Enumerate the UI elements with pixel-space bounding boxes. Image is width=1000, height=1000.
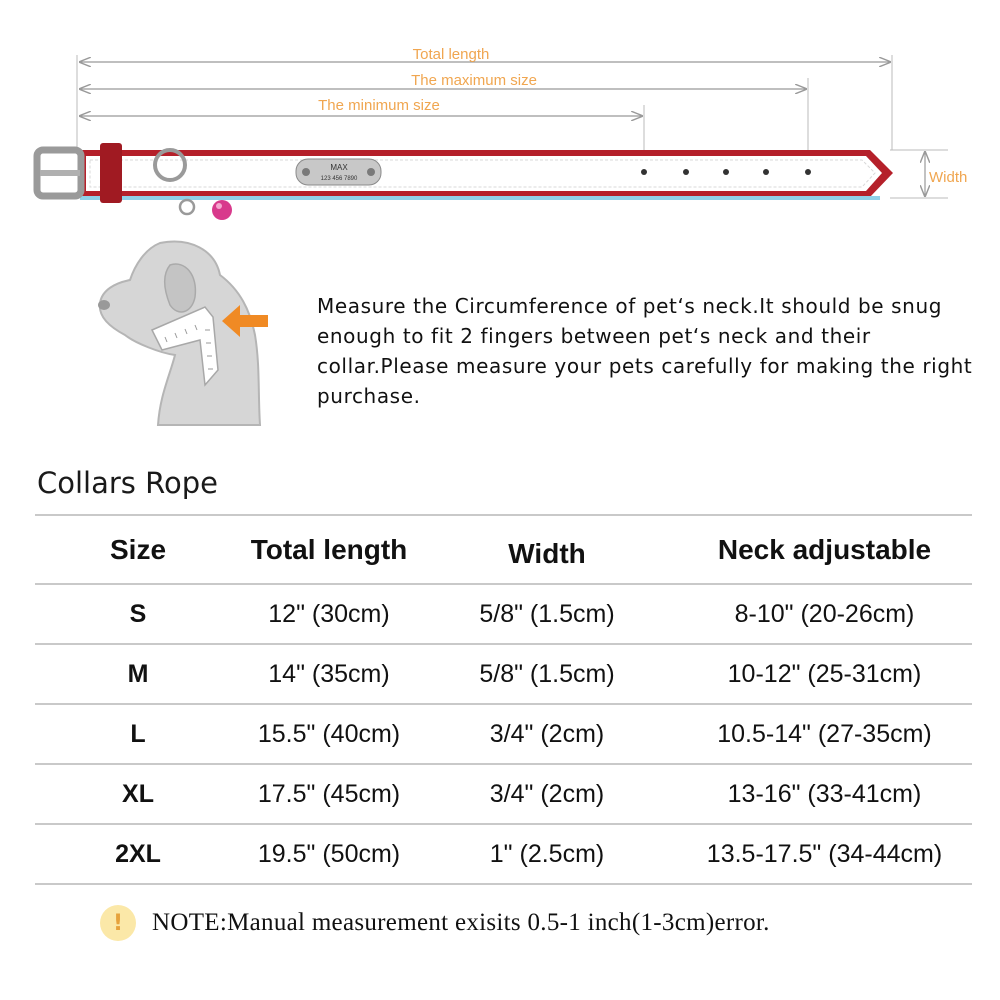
- table-row: XL 17.5" (45cm) 3/4" (2cm) 13-16" (33-41…: [35, 763, 972, 824]
- header-width: Width: [417, 514, 677, 584]
- cell-size: L: [35, 703, 241, 764]
- pointer-arrow: [222, 305, 268, 337]
- collar-hole: [805, 169, 811, 175]
- size-chart-table: Size Total length Width Neck adjustable …: [35, 514, 972, 885]
- tag-phone: 123 456 7890: [321, 176, 358, 182]
- cell-neck: 8-10" (20-26cm): [677, 583, 972, 644]
- table-header-row: Size Total length Width Neck adjustable: [35, 514, 972, 584]
- collar-strap: [78, 150, 893, 200]
- total-length-label: Total length: [413, 46, 490, 63]
- collar-hole: [683, 169, 689, 175]
- collar-measurement-diagram: Total length The maximum size The minimu…: [33, 46, 967, 220]
- cell-total-length: 14" (35cm): [241, 643, 417, 704]
- cell-size: 2XL: [35, 823, 241, 885]
- collar-hole: [641, 169, 647, 175]
- extension-lines: [76, 55, 948, 199]
- tag-name: MAX: [330, 163, 348, 172]
- header-neck-adjustable: Neck adjustable: [677, 514, 972, 584]
- keeper-loop: [100, 143, 122, 203]
- cell-width: 1" (2.5cm): [417, 823, 677, 885]
- cell-neck: 13-16" (33-41cm): [677, 763, 972, 824]
- cell-size: M: [35, 643, 241, 704]
- note-row: ! NOTE:Manual measurement exisits 0.5-1 …: [100, 905, 770, 941]
- note-text: NOTE:Manual measurement exisits 0.5-1 in…: [152, 909, 770, 936]
- cell-width: 3/4" (2cm): [417, 763, 677, 824]
- width-label: Width: [929, 169, 967, 186]
- collar-hole: [763, 169, 769, 175]
- dog-neck-illustration: [98, 240, 268, 426]
- table-row: L 15.5" (40cm) 3/4" (2cm) 10.5-14" (27-3…: [35, 703, 972, 764]
- cell-size: S: [35, 583, 241, 644]
- bell: [212, 200, 232, 220]
- dog-nose: [98, 300, 110, 310]
- cell-width: 5/8" (1.5cm): [417, 583, 677, 644]
- table-row: S 12" (30cm) 5/8" (1.5cm) 8-10" (20-26cm…: [35, 583, 972, 644]
- measurement-instructions: Measure the Circumference of pet‘s neck.…: [317, 294, 973, 408]
- table-row: M 14" (35cm) 5/8" (1.5cm) 10-12" (25-31c…: [35, 643, 972, 704]
- header-size: Size: [35, 514, 241, 584]
- cell-total-length: 19.5" (50cm): [241, 823, 417, 885]
- cell-neck: 10-12" (25-31cm): [677, 643, 972, 704]
- name-plate: MAX 123 456 7890: [295, 158, 382, 186]
- cell-total-length: 12" (30cm): [241, 583, 417, 644]
- header-total-length: Total length: [241, 514, 417, 584]
- cell-width: 3/4" (2cm): [417, 703, 677, 764]
- buckle: [33, 146, 85, 200]
- d-ring: [153, 148, 232, 220]
- table-row: 2XL 19.5" (50cm) 1" (2.5cm) 13.5-17.5" (…: [35, 823, 972, 885]
- min-size-label: The minimum size: [318, 97, 440, 114]
- measuring-tape: [150, 306, 219, 387]
- dog-ear: [164, 263, 197, 313]
- cell-size: XL: [35, 763, 241, 824]
- max-size-label: The maximum size: [411, 72, 537, 89]
- exclamation-icon: !: [100, 905, 136, 941]
- cell-neck: 13.5-17.5" (34-44cm): [677, 823, 972, 885]
- cell-neck: 10.5-14" (27-35cm): [677, 703, 972, 764]
- cell-total-length: 15.5" (40cm): [241, 703, 417, 764]
- cell-total-length: 17.5" (45cm): [241, 763, 417, 824]
- section-title: Collars Rope: [37, 466, 218, 500]
- cell-width: 5/8" (1.5cm): [417, 643, 677, 704]
- collar-hole: [723, 169, 729, 175]
